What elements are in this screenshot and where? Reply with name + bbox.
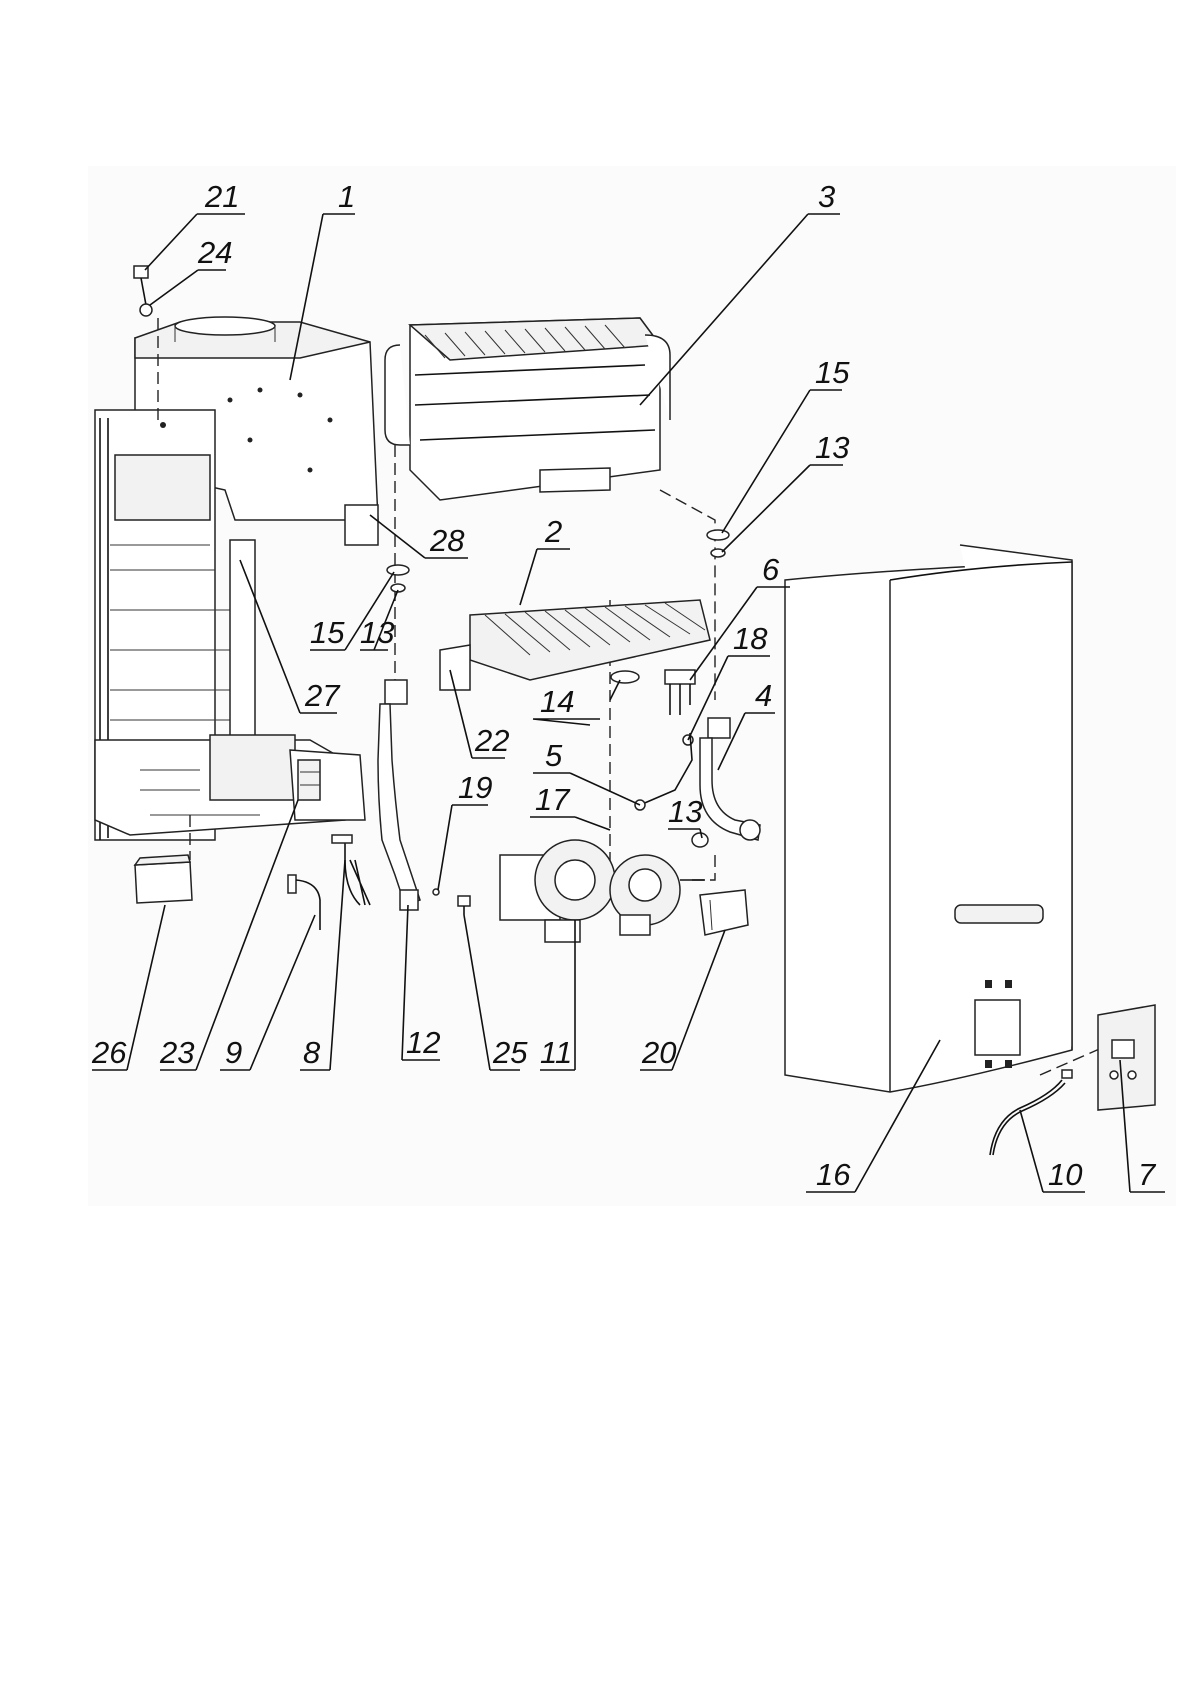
- callout-24: 24: [197, 235, 232, 270]
- callout-20: 20: [641, 1035, 676, 1070]
- screws-part-19-25: [432, 888, 471, 915]
- callout-15: 15: [815, 355, 850, 390]
- heat-exchanger-part-3: [384, 317, 671, 501]
- callout-labels: 21 1 24 3 15 13 28 2 6 15 13 18 27 14 4 …: [91, 179, 1157, 1192]
- gas-tube-part-5: [634, 732, 693, 811]
- gas-valve-part-11: [499, 839, 705, 943]
- callout-13-left: 13: [360, 615, 394, 650]
- callout-12: 12: [406, 1025, 440, 1060]
- callout-9: 9: [225, 1035, 242, 1070]
- callout-7: 7: [1138, 1157, 1157, 1192]
- callout-13-lower: 13: [668, 794, 702, 829]
- callout-21: 21: [204, 179, 239, 214]
- callout-10: 10: [1048, 1157, 1082, 1192]
- callout-14: 14: [540, 684, 574, 719]
- wires-part-9-8: [287, 834, 371, 930]
- callout-28: 28: [429, 523, 465, 558]
- leader-lines: [92, 213, 1165, 1193]
- callout-4: 4: [755, 678, 772, 713]
- washers-15-13: [386, 529, 730, 848]
- burner-part-2: [439, 599, 711, 701]
- bracket-part-20: [699, 889, 749, 936]
- battery-box-part-26: [133, 854, 193, 904]
- callout-17: 17: [535, 782, 571, 817]
- sensor-clip-part-21-24: [133, 265, 159, 420]
- callout-15-left: 15: [310, 615, 345, 650]
- callout-25: 25: [492, 1035, 528, 1070]
- electrodes-part-6: [664, 669, 696, 715]
- callout-18: 18: [733, 621, 768, 656]
- callout-5: 5: [545, 738, 563, 773]
- callout-22: 22: [474, 723, 509, 758]
- control-unit-part-23: [289, 749, 366, 821]
- pipe-part-4: [699, 717, 761, 841]
- callout-16: 16: [816, 1157, 851, 1192]
- cable-part-10: [989, 1069, 1073, 1156]
- callout-3: 3: [818, 179, 835, 214]
- pipe-part-12: [377, 679, 421, 911]
- display-panel-part-7: [1097, 1004, 1156, 1111]
- callout-2: 2: [544, 514, 562, 549]
- front-cover-part-16: [784, 544, 1073, 1093]
- callout-13: 13: [815, 430, 849, 465]
- callout-23: 23: [159, 1035, 194, 1070]
- callout-8: 8: [303, 1035, 321, 1070]
- callout-19: 19: [458, 770, 492, 805]
- callout-26: 26: [91, 1035, 127, 1070]
- callout-1: 1: [338, 179, 355, 214]
- callout-27: 27: [304, 678, 341, 713]
- frame-part-1: [94, 316, 379, 841]
- callout-11: 11: [540, 1035, 572, 1070]
- callout-6: 6: [762, 552, 780, 587]
